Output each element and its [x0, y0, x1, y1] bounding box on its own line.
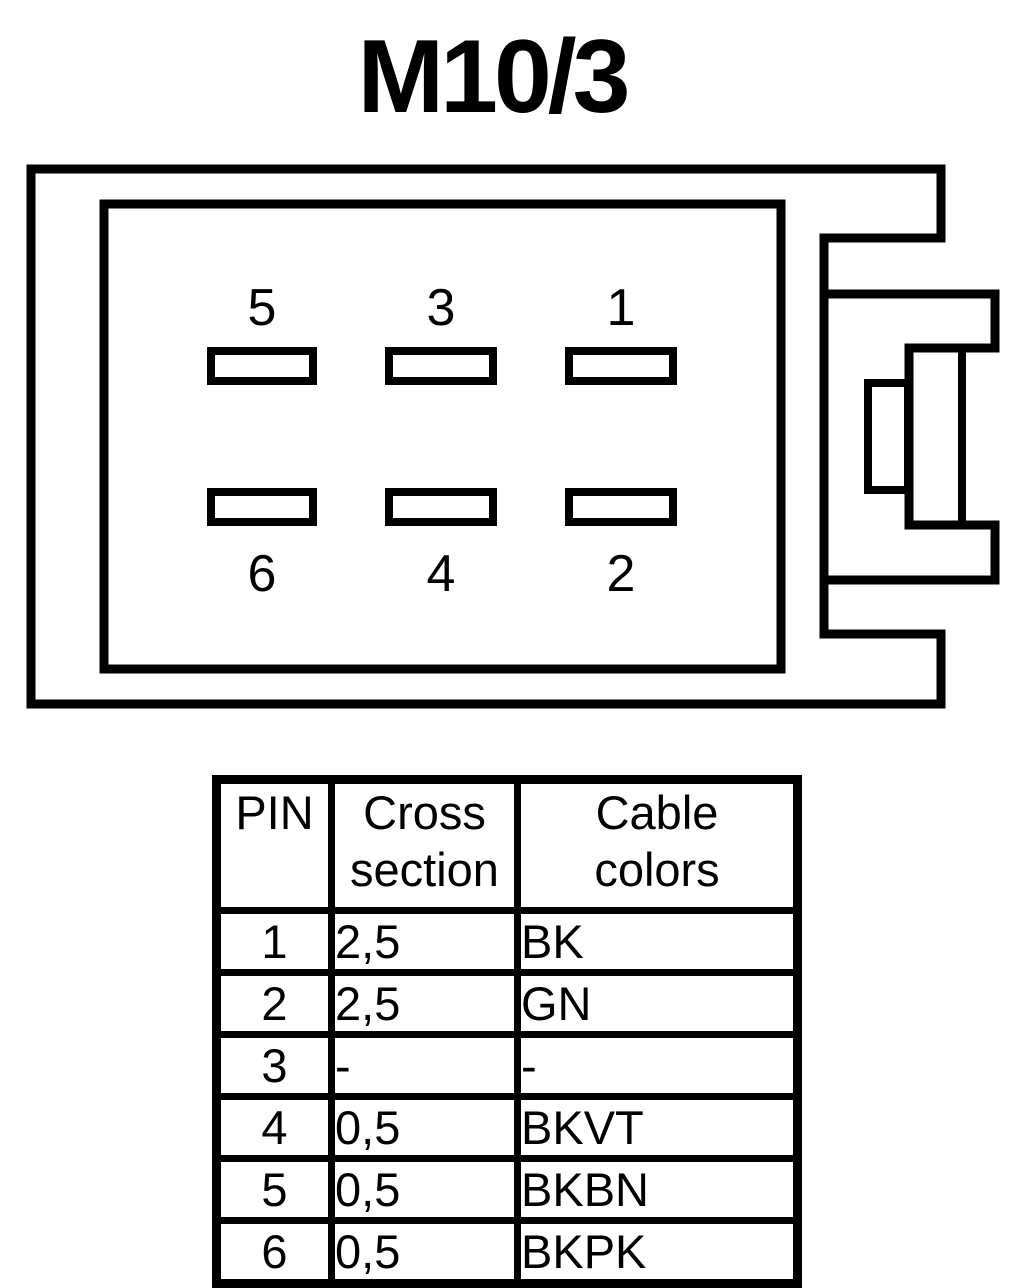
- pin-label-2: 2: [607, 545, 636, 603]
- pin-label-5: 5: [248, 279, 277, 337]
- cable-color-cell: BKVT: [514, 1093, 801, 1162]
- header-cross-section: Cross section: [328, 776, 521, 914]
- pin-cavity-2: [565, 488, 677, 526]
- cross-section-cell: -: [328, 1031, 521, 1100]
- pin-label-4: 4: [427, 545, 456, 603]
- connector-diagram: 5 3 1 6 4 2: [26, 164, 1000, 709]
- cable-color-cell: -: [514, 1031, 801, 1100]
- pin-cavity-4: [385, 488, 497, 526]
- pin-cavity-1: [565, 347, 677, 385]
- table-row: 5 0,5 BKBN: [213, 1155, 801, 1224]
- cross-section-cell: 2,5: [328, 907, 521, 976]
- cable-color-cell: BK: [514, 907, 801, 976]
- cable-color-cell: BKPK: [514, 1217, 801, 1287]
- table-header-row: PIN Cross section Cable colors: [213, 776, 801, 914]
- pin-cell: 5: [213, 1155, 335, 1224]
- cable-color-cell: GN: [514, 969, 801, 1038]
- cross-section-cell: 2,5: [328, 969, 521, 1038]
- pin-label-6: 6: [248, 545, 277, 603]
- pin-cavity-5: [207, 347, 317, 385]
- pin-cell: 4: [213, 1093, 335, 1162]
- pin-cell: 3: [213, 1031, 335, 1100]
- table-row: 4 0,5 BKVT: [213, 1093, 801, 1162]
- pin-cell: 2: [213, 969, 335, 1038]
- pin-label-1: 1: [607, 279, 636, 337]
- latch-small-block: [864, 379, 912, 494]
- housing-outline: [26, 164, 946, 709]
- latch-tab: [819, 289, 1000, 585]
- header-cable-colors: Cable colors: [514, 776, 801, 914]
- header-pin: PIN: [213, 776, 335, 914]
- pin-cell: 1: [213, 907, 335, 976]
- connector-face: [99, 199, 786, 674]
- table-row: 3 - -: [213, 1031, 801, 1100]
- table-row: 6 0,5 BKPK: [213, 1217, 801, 1287]
- pin-cell: 6: [213, 1217, 335, 1287]
- cross-section-cell: 0,5: [328, 1093, 521, 1162]
- table-row: 1 2,5 BK: [213, 907, 801, 976]
- cable-color-cell: BKBN: [514, 1155, 801, 1224]
- pin-label-3: 3: [427, 279, 456, 337]
- page: M10/3 5 3 1 6 4 2: [26, 19, 1000, 1288]
- pin-cavity-6: [207, 488, 317, 526]
- pin-cavity-3: [385, 347, 497, 385]
- cross-section-cell: 0,5: [328, 1155, 521, 1224]
- cross-section-cell: 0,5: [328, 1217, 521, 1287]
- table-row: 2 2,5 GN: [213, 969, 801, 1038]
- pin-table: PIN Cross section Cable colors 1 2,5 BK …: [212, 775, 802, 1288]
- page-title: M10/3: [357, 19, 630, 135]
